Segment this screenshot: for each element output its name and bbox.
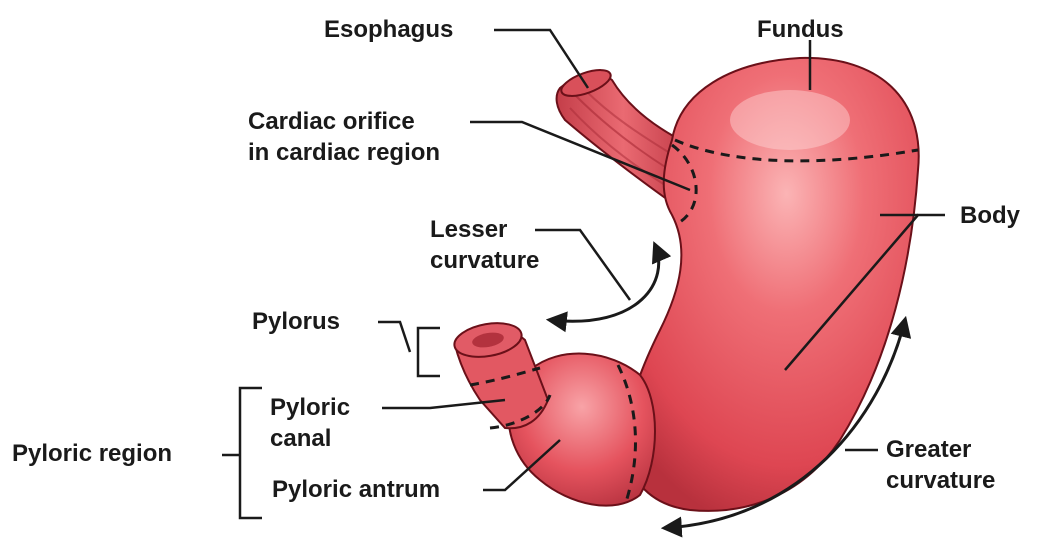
lesser-curvature-label: Lesser curvature [430, 214, 539, 276]
pyloric-antrum-text: Pyloric antrum [272, 474, 440, 505]
body-label: Body [960, 200, 1020, 231]
lesser-label-line1: Lesser [430, 214, 539, 245]
esophagus-label: Esophagus [324, 14, 453, 45]
greater-label-line2: curvature [886, 465, 995, 496]
pylorus-label-text: Pylorus [252, 306, 340, 337]
pylorus-leader [378, 322, 410, 352]
fundus-label: Fundus [757, 14, 844, 45]
pylorus-bracket [418, 328, 440, 376]
pylorus-label: Pylorus [252, 306, 340, 337]
pyloric-region-text: Pyloric region [12, 438, 172, 469]
cardiac-label-line1: Cardiac orifice [248, 106, 440, 137]
cardiac-label-line2: in cardiac region [248, 137, 440, 168]
pyloric-canal-line1: Pyloric [270, 392, 350, 423]
stomach-body-shape [625, 58, 919, 511]
greater-curvature-label: Greater curvature [886, 434, 995, 496]
pyloric-canal-label: Pyloric canal [270, 392, 350, 454]
pyloric-region-label: Pyloric region [12, 438, 172, 469]
greater-label-line1: Greater [886, 434, 995, 465]
body-label-text: Body [960, 200, 1020, 231]
lesser-curvature-arrow [550, 245, 659, 321]
fundus-label-text: Fundus [757, 14, 844, 45]
pylorus-shape [452, 318, 548, 428]
pyloric-region-bracket [240, 388, 262, 518]
cardiac-orifice-label: Cardiac orifice in cardiac region [248, 106, 440, 168]
pyloric-antrum-label: Pyloric antrum [272, 474, 440, 505]
lesser-label-line2: curvature [430, 245, 539, 276]
lesser-curvature-leader [535, 230, 630, 300]
esophagus-label-text: Esophagus [324, 14, 453, 45]
pyloric-canal-line2: canal [270, 423, 350, 454]
